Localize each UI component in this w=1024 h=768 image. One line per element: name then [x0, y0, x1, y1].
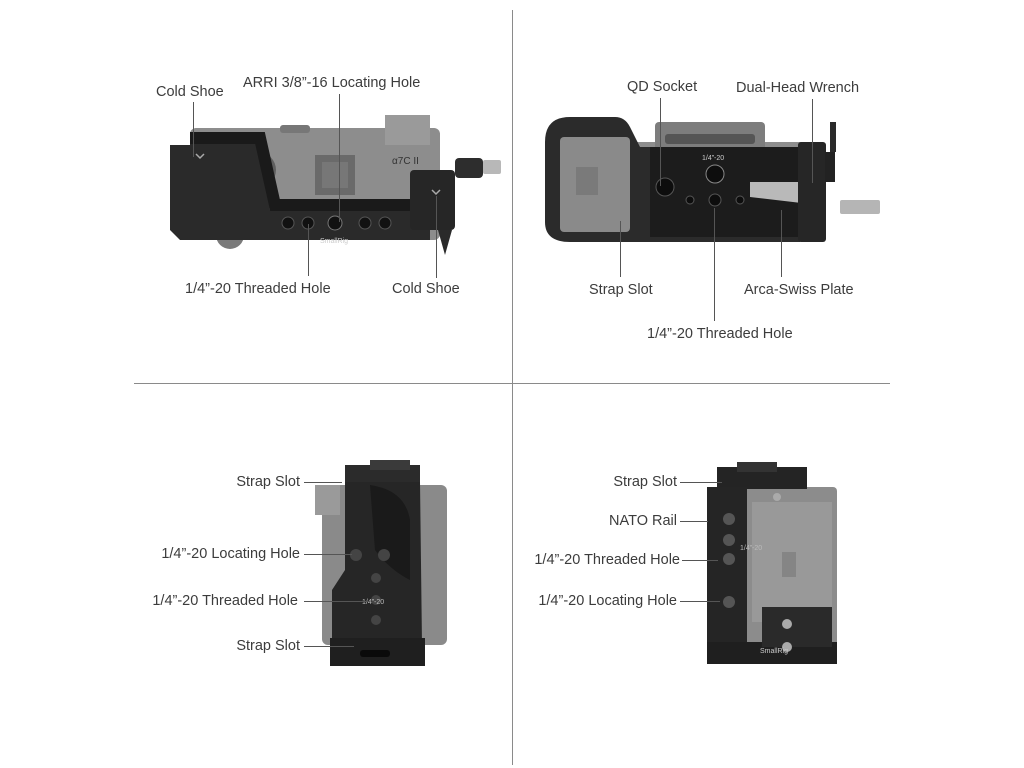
- label-strap-slot-bottom: Strap Slot: [236, 638, 300, 654]
- label-locating-hole: 1/4”-20 Locating Hole: [161, 546, 300, 562]
- leader-threaded-hole-br: [682, 560, 718, 561]
- label-strap-slot-top: Strap Slot: [236, 474, 300, 490]
- leader-strap-slot: [620, 221, 621, 277]
- label-strap-slot: Strap Slot: [589, 282, 653, 298]
- leader-cold-shoe-right: [436, 196, 437, 278]
- leader-arri-locating-hole: [339, 94, 340, 222]
- leader-qd-socket: [660, 98, 661, 186]
- leader-arca-swiss-plate: [781, 210, 782, 277]
- label-cold-shoe-right: Cold Shoe: [392, 281, 460, 297]
- leader-cold-shoe-left: [193, 102, 194, 157]
- camera-model-mark: α7C II: [392, 156, 419, 167]
- label-threaded-hole: 1/4”-20 Threaded Hole: [185, 281, 331, 297]
- leader-strap-slot-br: [680, 482, 722, 483]
- right-side-cage-illustration: [707, 462, 837, 664]
- label-strap-slot-br: Strap Slot: [613, 474, 677, 490]
- label-arri-locating-hole: ARRI 3/8”-16 Locating Hole: [243, 75, 421, 91]
- label-threaded-hole-side: 1/4”-20 Threaded Hole: [152, 593, 298, 609]
- leader-locating-hole: [304, 554, 352, 555]
- label-dual-head-wrench: Dual-Head Wrench: [736, 80, 860, 96]
- leader-threaded-hole-side: [304, 601, 370, 602]
- label-qd-socket: QD Socket: [627, 79, 698, 95]
- leader-nato-rail: [680, 521, 708, 522]
- plate-mark: 1/4”-20: [702, 155, 725, 162]
- bottom-view-cage-illustration: [545, 117, 880, 242]
- side-mark-left: 1/4”-20: [362, 599, 385, 606]
- brand-mark-right: SmallRig: [760, 648, 789, 655]
- leader-threaded-hole: [308, 224, 309, 276]
- top-view-cage-illustration: [170, 115, 501, 255]
- leader-dual-head-wrench: [812, 99, 813, 183]
- label-cold-shoe-left: Cold Shoe: [156, 84, 224, 100]
- side-mark-right: 1/4”-20: [740, 545, 763, 552]
- label-threaded-hole-bottom: 1/4”-20 Threaded Hole: [647, 326, 793, 342]
- leader-strap-slot-bottom: [304, 646, 354, 647]
- horizontal-divider: [134, 383, 890, 384]
- left-side-cage-illustration: [315, 460, 447, 666]
- leader-threaded-hole-bottom: [714, 208, 715, 321]
- label-threaded-hole-br: 1/4”-20 Threaded Hole: [534, 552, 680, 568]
- leader-locating-hole-br: [680, 601, 720, 602]
- vertical-divider: [512, 10, 513, 765]
- leader-strap-slot-top: [304, 482, 342, 483]
- label-nato-rail: NATO Rail: [609, 513, 677, 529]
- label-locating-hole-br: 1/4”-20 Locating Hole: [538, 593, 677, 609]
- brand-mark: SmallRig: [320, 238, 349, 245]
- label-arca-swiss-plate: Arca-Swiss Plate: [744, 282, 854, 298]
